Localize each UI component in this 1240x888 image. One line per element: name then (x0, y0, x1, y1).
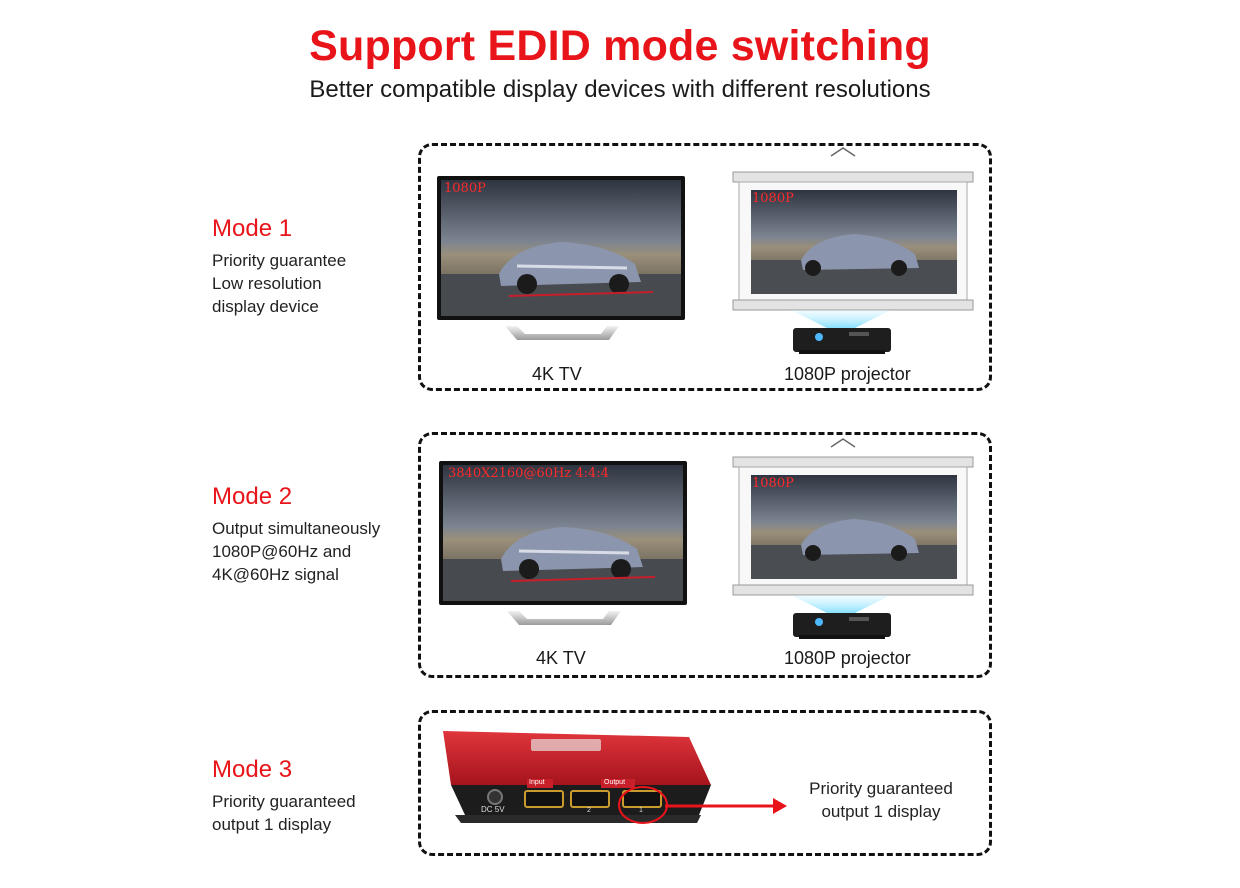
tv-label: 4K TV (536, 648, 586, 668)
mode-3-desc-line: Priority guaranteed (212, 792, 356, 811)
page-title: Support EDID mode switching (309, 22, 931, 70)
mode-2-panel: 3840X2160@60Hz 4:4:4 1080P 4K TV 1080P p… (418, 432, 992, 678)
mode-2-label: Mode 2 Output simultaneously 1080P@60Hz … (212, 483, 380, 586)
projector-label: 1080P projector (784, 364, 911, 384)
mode-3-illustration (443, 731, 787, 824)
output-port-label: Output (604, 779, 626, 786)
mode-3-arrow-text: Priority guaranteed output 1 display (793, 777, 969, 823)
mode-3-panel: DC 5V Input Output 2 1 Priority guarante… (418, 710, 992, 856)
mode-1-label: Mode 1 Priority guarantee Low resolution… (212, 215, 346, 318)
tv-icon (437, 176, 685, 340)
mode-1-panel: 1080P 1080P 4K TV 1080P projector (418, 143, 992, 391)
tv-icon (439, 461, 687, 625)
projector-label: 1080P projector (784, 648, 911, 668)
mode-3-title: Mode 3 (212, 756, 293, 783)
arrow-text-line: Priority guaranteed (809, 779, 953, 798)
mode-1-desc-line: display device (212, 297, 319, 316)
mode-1-title: Mode 1 (212, 215, 293, 242)
projector-screen-icon (732, 147, 974, 330)
dc-port-label: DC 5V (481, 805, 505, 814)
tv-label: 4K TV (532, 364, 582, 384)
page-subtitle: Better compatible display devices with d… (309, 76, 931, 103)
mode-1-illustration (437, 147, 974, 354)
hdmi-switch-device-icon (443, 731, 711, 824)
port-2-number: 2 (587, 807, 591, 814)
mode-2-desc-line: Output simultaneously (212, 519, 381, 538)
mode-3-label: Mode 3 Priority guaranteed output 1 disp… (212, 756, 356, 836)
arrow-icon (665, 798, 787, 814)
projector-icon (793, 613, 891, 639)
input-port-label: Input (529, 779, 545, 786)
tv-screen-tag: 1080P (444, 181, 486, 196)
projector-screen-tag: 1080P (752, 476, 794, 491)
mode-1-description: Priority guarantee Low resolution displa… (212, 249, 346, 318)
mode-2-illustration (439, 438, 974, 639)
mode-2-desc-line: 4K@60Hz signal (212, 565, 339, 584)
tv-screen-tag: 3840X2160@60Hz 4:4:4 (448, 466, 609, 481)
mode-2-title: Mode 2 (212, 483, 293, 510)
port-1-number: 1 (639, 807, 643, 814)
arrow-text-line: output 1 display (821, 802, 941, 821)
mode-3-description: Priority guaranteed output 1 display (212, 790, 356, 836)
mode-1-desc-line: Low resolution (212, 274, 322, 293)
projector-icon (793, 328, 891, 354)
projector-screen-tag: 1080P (752, 191, 794, 206)
mode-3-desc-line: output 1 display (212, 815, 332, 834)
mode-2-desc-line: 1080P@60Hz and (212, 542, 352, 561)
projector-screen-icon (732, 438, 974, 615)
mode-1-desc-line: Priority guarantee (212, 251, 347, 270)
mode-2-description: Output simultaneously 1080P@60Hz and 4K@… (212, 517, 380, 586)
